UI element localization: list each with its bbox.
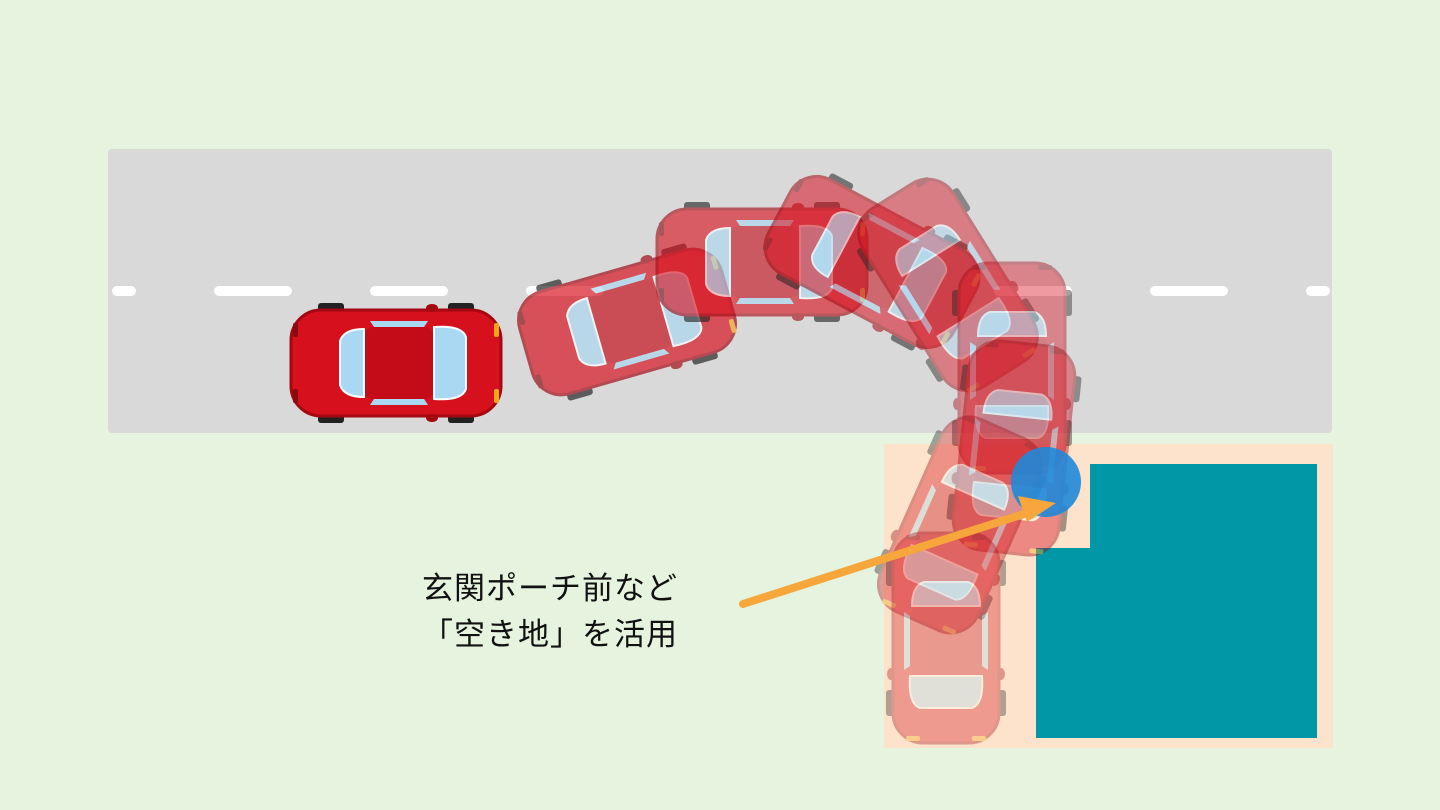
caption: 玄関ポーチ前など 「空き地」を活用: [395, 566, 705, 658]
pointer-arrow-icon: [739, 496, 1056, 608]
caption-line-1: 玄関ポーチ前など: [422, 571, 678, 607]
caption-line-2: 「空き地」を活用: [422, 617, 678, 653]
car-main: [289, 301, 503, 425]
car-ghost-8: [884, 531, 1008, 745]
building: [1036, 464, 1317, 738]
